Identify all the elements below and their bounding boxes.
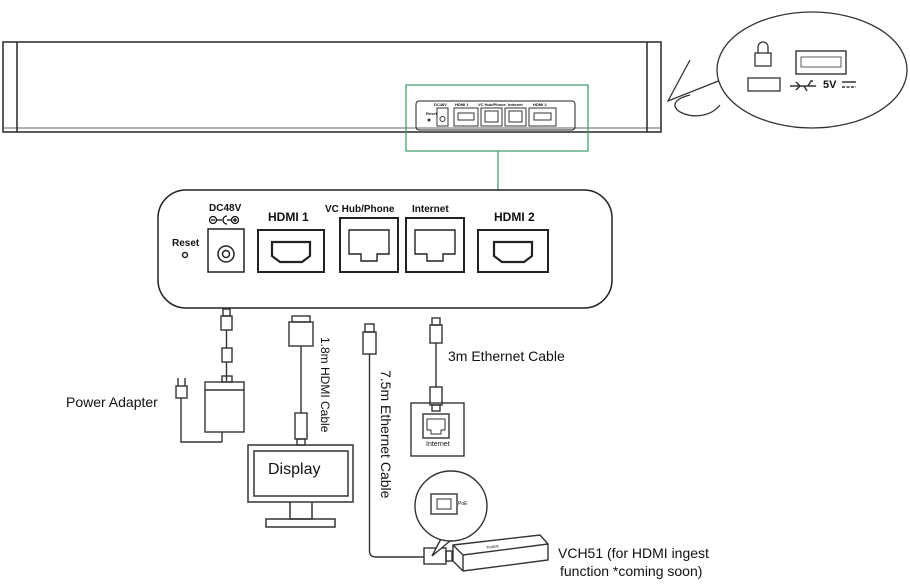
power-adapter-label: Power Adapter xyxy=(66,394,158,410)
usb-callout xyxy=(666,11,908,129)
dc-polarity-icon xyxy=(208,215,240,225)
hdmi-cable-label: 1.8m HDMI Cable xyxy=(318,337,332,433)
device-bar xyxy=(2,41,662,133)
dc-label: DC48V xyxy=(209,203,242,214)
internet-label: Internet xyxy=(412,204,449,215)
vch51-label-line2: function *coming soon) xyxy=(560,563,703,579)
zoom-indicator xyxy=(405,84,589,190)
top-hdmi2-label: HDMI 2 xyxy=(533,102,547,107)
top-reset-label: Reset xyxy=(426,111,437,116)
top-internet-label: Internet xyxy=(508,102,523,107)
top-dc-label: DC48V xyxy=(434,102,447,107)
ethernet-cable-long xyxy=(362,323,453,565)
ethernet-cable-short xyxy=(429,317,443,412)
hdmi2-label: HDMI 2 xyxy=(494,210,535,224)
wall-jack-label: Internet xyxy=(426,441,450,448)
reset-label: Reset xyxy=(172,238,200,249)
top-hdmi1-label: HDMI 1 xyxy=(455,102,469,107)
vch51-label-line1: VCH51 (for HDMI ingest xyxy=(558,545,709,561)
usb-power-label: 5V xyxy=(823,79,837,91)
wall-jack xyxy=(410,402,465,457)
display-monitor xyxy=(247,444,354,528)
hdmi-cable xyxy=(288,315,314,446)
vchub-label: VC Hub/Phone xyxy=(325,204,395,215)
ethernet-cable-short-label: 3m Ethernet Cable xyxy=(448,348,565,364)
ethernet-cable-long-label: 7.5m Ethernet Cable xyxy=(378,370,394,499)
top-vchub-label: VC Hub/Phone xyxy=(478,102,506,107)
device-rear-ports xyxy=(415,100,576,131)
zoom-panel xyxy=(157,189,613,309)
poe-label: PoE xyxy=(458,501,468,507)
hdmi1-label: HDMI 1 xyxy=(268,210,309,224)
zoom-ports xyxy=(181,217,549,273)
vch51-hub xyxy=(452,534,549,572)
poe-callout xyxy=(414,470,488,557)
display-label: Display xyxy=(268,461,321,478)
power-adapter-assembly xyxy=(175,308,245,443)
